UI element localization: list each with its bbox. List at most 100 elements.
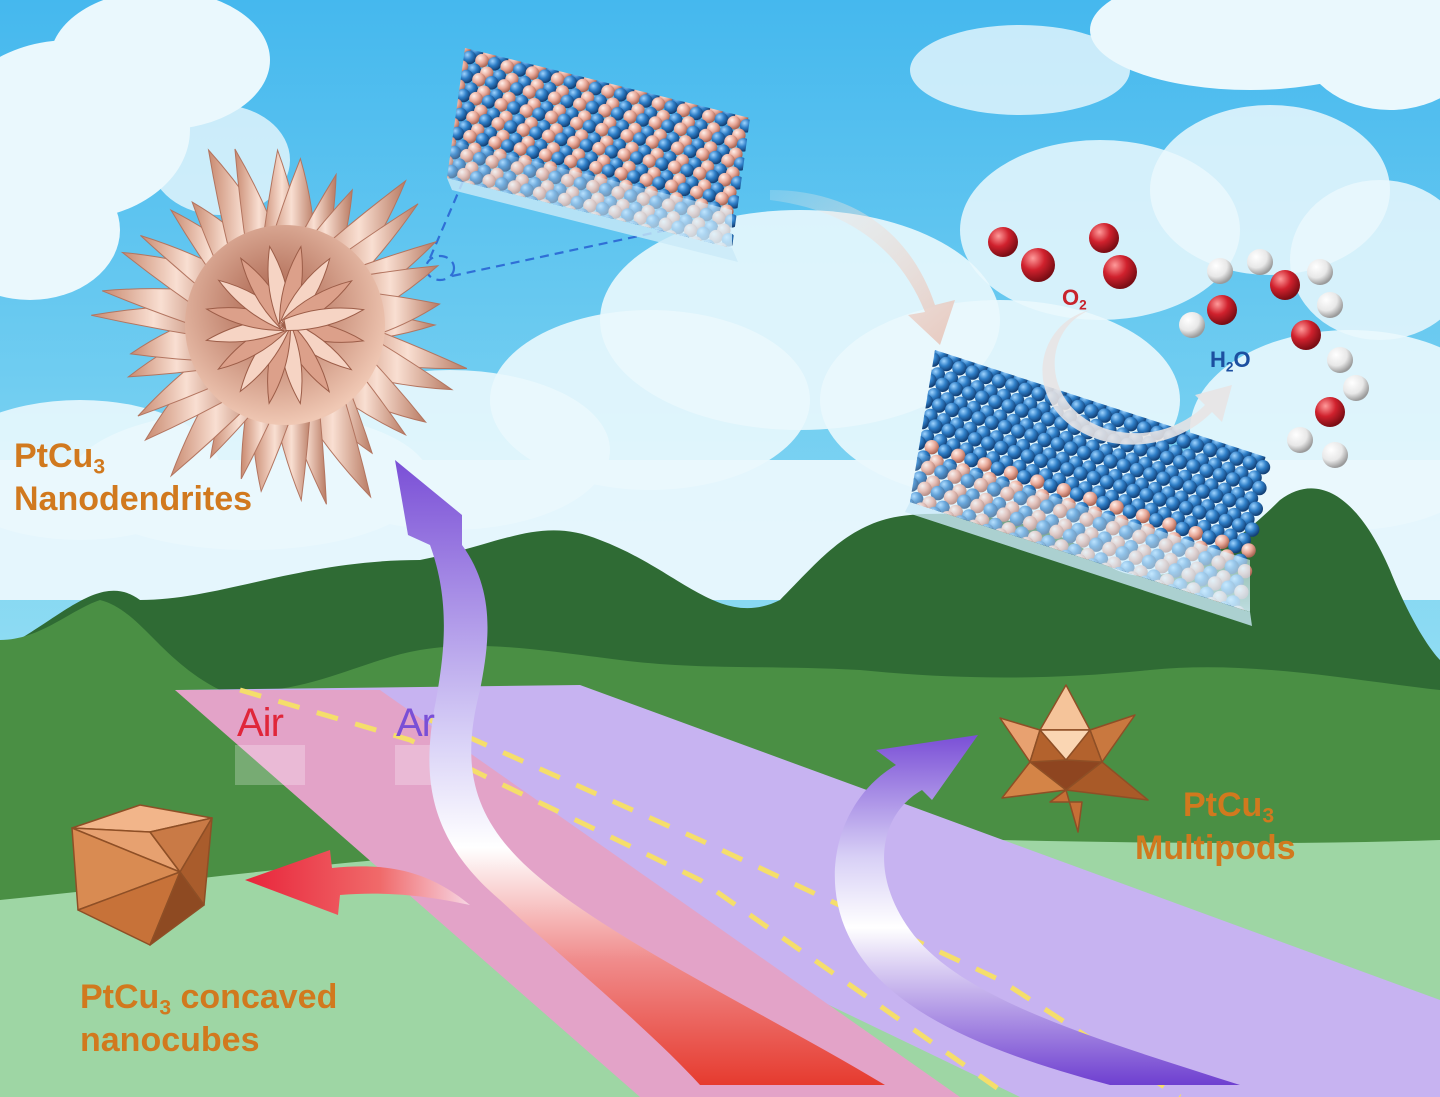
pt-atom: [526, 145, 540, 159]
nanocubes-descriptor: concaved: [171, 978, 338, 1016]
nanodendrites-formula: PtCu3: [14, 437, 252, 480]
pt-atom: [664, 100, 678, 114]
pt-atom: [1073, 466, 1088, 481]
pt-atom: [1252, 480, 1267, 496]
nanodendrites-formula-sub: 3: [93, 455, 106, 479]
pt-atom: [997, 419, 1013, 435]
pt-atom: [991, 374, 1007, 389]
pt-atom: [1143, 467, 1158, 482]
pt-atom: [529, 126, 543, 140]
pt-atom: [1016, 470, 1032, 485]
pt-atom: [557, 113, 571, 128]
pt-atom: [636, 113, 650, 127]
cu-atom: [564, 154, 578, 169]
cu-atom: [516, 123, 531, 137]
pt-atom: [1110, 412, 1126, 428]
cu-atom: [648, 116, 663, 130]
pt-atom: [661, 119, 675, 133]
ar-arrow-to-nanodendrites: [395, 460, 885, 1085]
pt-atom: [1007, 445, 1022, 460]
cu-atom: [702, 109, 716, 124]
cu-atom: [642, 154, 657, 168]
cu-atom: [466, 110, 480, 125]
pt-atom: [1116, 458, 1132, 473]
water-label-sub: 2: [1225, 359, 1234, 375]
road-label-air: Air: [237, 701, 284, 745]
pt-atom: [1011, 424, 1026, 439]
cu-atom: [667, 160, 682, 175]
pt-atom: [1203, 442, 1218, 458]
pt-atom: [711, 131, 726, 146]
oxygen-label-main: O: [1062, 285, 1080, 310]
cu-atom: [538, 148, 553, 163]
cu-atom: [614, 167, 628, 181]
pt-atom: [1027, 407, 1043, 423]
multipods-label: PtCu3 Multipods: [1135, 786, 1296, 868]
pt-atom: [510, 82, 524, 96]
pt-atom: [1133, 442, 1148, 457]
pt-atom: [948, 381, 963, 397]
pt-atom: [1175, 521, 1190, 537]
cu-atom: [475, 53, 489, 68]
pt-atom: [484, 76, 499, 90]
cu-atom: [620, 129, 634, 143]
pt-atom: [1182, 480, 1198, 495]
pt-atom: [1084, 404, 1099, 419]
cu-atom: [1109, 500, 1124, 515]
pt-atom: [1043, 478, 1058, 494]
nanocubes-line1: PtCu3 concaved: [80, 978, 337, 1021]
pt-atom: [1222, 493, 1237, 508]
cu-atom: [573, 97, 587, 112]
pt-atom: [585, 100, 600, 115]
pt-atom: [551, 151, 565, 166]
cu-atom: [1003, 465, 1019, 481]
pt-atom: [1189, 438, 1205, 453]
pt-atom: [478, 114, 493, 128]
pt-atom: [1242, 455, 1258, 471]
pt-atom: [1169, 475, 1184, 491]
water-label-main: H: [1210, 347, 1226, 372]
oxygen-label: O2: [1062, 285, 1087, 313]
pt-atom: [1212, 467, 1228, 483]
cu-atom: [718, 172, 732, 187]
pt-atom: [1199, 463, 1214, 478]
cu-atom: [567, 135, 581, 150]
slab-fade: [910, 450, 1250, 612]
pt-atom: [1063, 441, 1079, 456]
pt-atom: [658, 138, 672, 152]
pt-atom: [1255, 460, 1271, 475]
pt-atom: [1005, 378, 1020, 393]
pt-atom: [1176, 434, 1192, 449]
cu-atom: [924, 440, 939, 455]
pt-atom: [538, 69, 552, 83]
cu-atom: [693, 166, 707, 181]
pt-atom: [1001, 399, 1016, 414]
pt-atom: [988, 394, 1003, 410]
cu-atom: [522, 85, 537, 99]
pt-atom: [1077, 445, 1092, 461]
pt-atom: [501, 139, 515, 153]
pt-atom: [1033, 453, 1049, 468]
pt-atom: [1031, 386, 1046, 402]
pt-atom: [941, 423, 956, 438]
nanodendrites-formula-name: PtCu: [14, 437, 94, 475]
cu-atom: [472, 72, 486, 87]
cu-atom: [541, 129, 556, 144]
cu-atom: [547, 91, 562, 106]
pt-atom: [961, 386, 977, 401]
pt-atom: [627, 170, 641, 184]
cu-atom: [576, 78, 590, 93]
pt-atom: [965, 365, 980, 380]
pt-atom: [1195, 484, 1211, 499]
pt-atom: [613, 88, 628, 102]
pt-atom: [1201, 530, 1217, 545]
nanocubes-formula-name: PtCu: [80, 978, 160, 1016]
nanocubes-label: PtCu3 concaved nanocubes: [80, 978, 337, 1060]
cu-atom: [651, 97, 666, 111]
pt-atom: [554, 132, 568, 147]
pt-atom: [1086, 470, 1102, 486]
nanocubes-name: nanocubes: [80, 1020, 260, 1059]
pt-atom: [1228, 538, 1243, 554]
pt-atom: [1209, 488, 1224, 504]
